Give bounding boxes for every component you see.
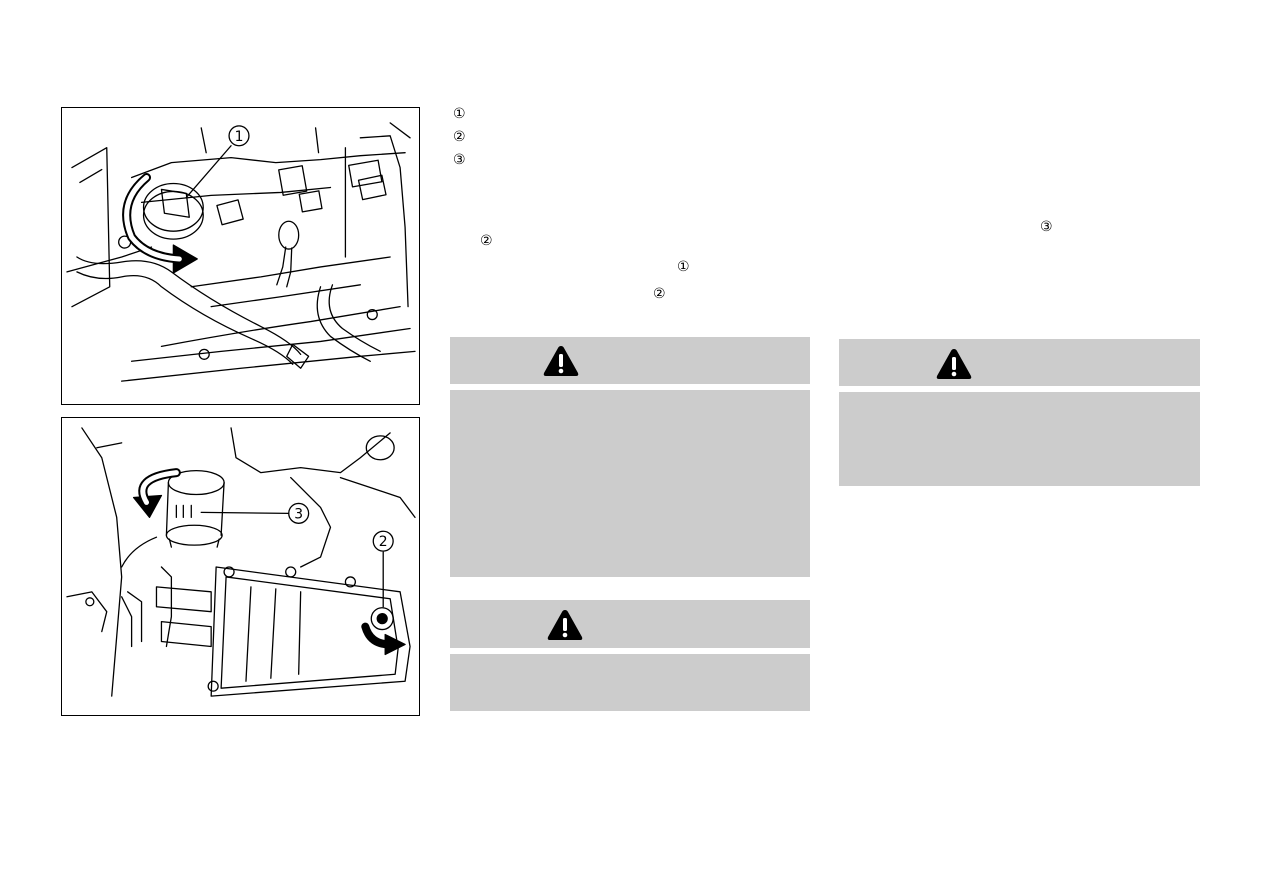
warning-triangle-icon: [936, 349, 972, 379]
callout-number: ③: [453, 152, 466, 168]
figure-label-2: 2: [379, 534, 388, 550]
warning-body: [450, 390, 810, 577]
callout-number: ①: [677, 259, 690, 275]
figure-label-1: 1: [235, 129, 244, 145]
figure-label-3: 3: [294, 506, 303, 522]
callout-number: ②: [653, 286, 666, 302]
callout-number: ③: [1040, 219, 1053, 235]
callout-number: ①: [453, 106, 466, 122]
warning-triangle-icon: [543, 346, 579, 376]
warning-header: [839, 339, 1200, 386]
figure-oil-filter-drain-plug: 3 2: [61, 417, 420, 716]
warning-body: [839, 392, 1200, 486]
warning-header: [450, 600, 810, 648]
warning-header: [450, 337, 810, 384]
warning-body: [450, 654, 810, 711]
callout-number: ②: [453, 129, 466, 145]
figure-oil-filler-cap: 1: [61, 107, 420, 405]
callout-number: ②: [480, 233, 493, 249]
warning-triangle-icon: [547, 610, 583, 640]
